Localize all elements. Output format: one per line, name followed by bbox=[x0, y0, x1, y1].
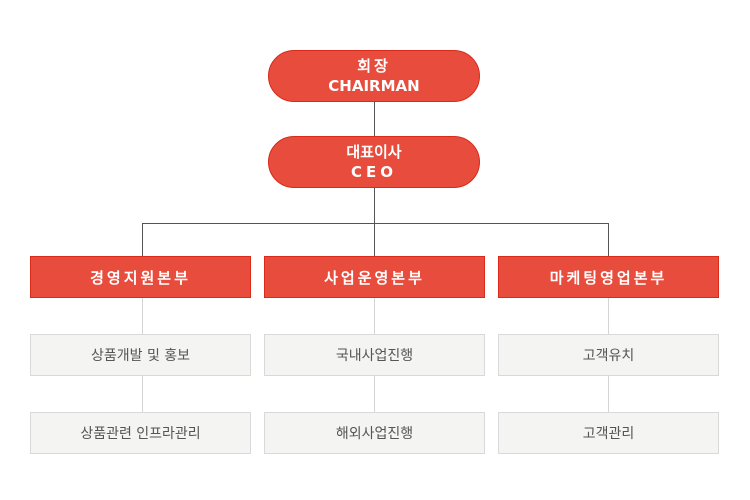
dept-management-support: 경영지원본부 bbox=[30, 256, 251, 298]
team-box: 고객관리 bbox=[498, 412, 719, 454]
team-box: 고객유치 bbox=[498, 334, 719, 376]
team-box: 상품개발 및 홍보 bbox=[30, 334, 251, 376]
connector bbox=[142, 223, 609, 224]
connector bbox=[374, 188, 375, 256]
dept-business-operations: 사업운영본부 bbox=[264, 256, 485, 298]
chairman-node: 회장 CHAIRMAN bbox=[268, 50, 480, 102]
dept-marketing-sales: 마케팅영업본부 bbox=[498, 256, 719, 298]
chairman-en: CHAIRMAN bbox=[328, 77, 420, 95]
connector bbox=[374, 102, 375, 136]
chairman-ko: 회장 bbox=[357, 57, 391, 75]
ceo-en: CEO bbox=[350, 163, 397, 181]
team-box: 국내사업진행 bbox=[264, 334, 485, 376]
ceo-ko: 대표이사 bbox=[346, 143, 402, 161]
connector bbox=[608, 223, 609, 256]
team-box: 상품관련 인프라관리 bbox=[30, 412, 251, 454]
team-box: 해외사업진행 bbox=[264, 412, 485, 454]
connector bbox=[142, 223, 143, 256]
ceo-node: 대표이사 CEO bbox=[268, 136, 480, 188]
